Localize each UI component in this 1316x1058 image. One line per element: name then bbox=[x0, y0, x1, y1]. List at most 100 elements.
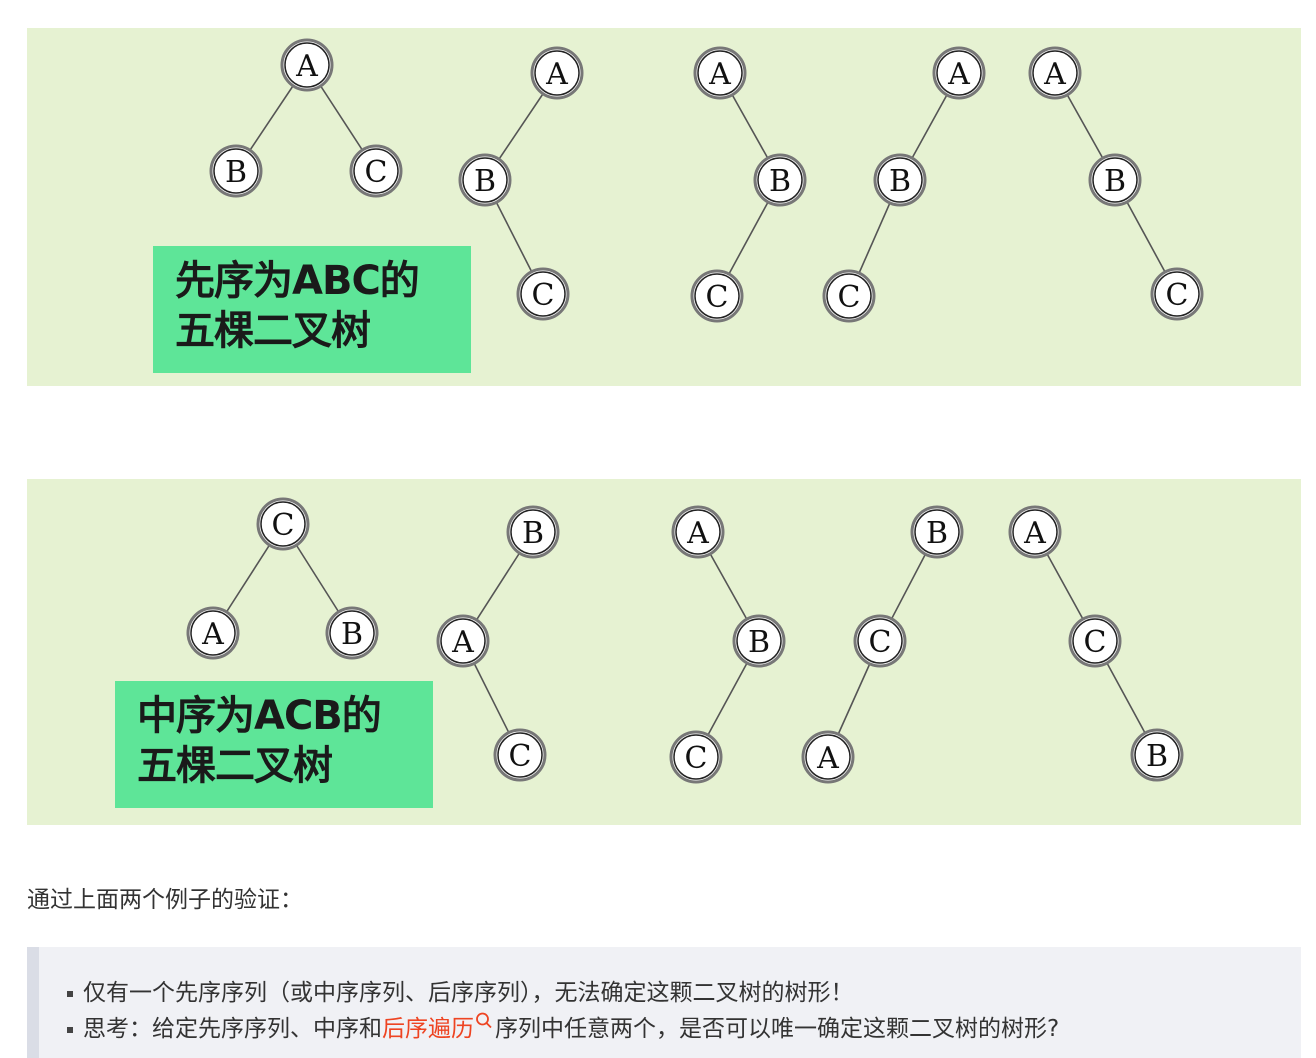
tree-node: B bbox=[910, 505, 964, 559]
node-ring bbox=[462, 157, 508, 203]
node-ring bbox=[694, 273, 740, 319]
node-label: C bbox=[706, 280, 729, 315]
node-label: A bbox=[295, 49, 318, 84]
node-ring bbox=[936, 50, 982, 96]
node-ring bbox=[520, 271, 566, 317]
bullet-text-before: 思考：给定先序序列、中序和 bbox=[83, 1016, 382, 1042]
postorder-traversal-link[interactable]: 后序遍历 bbox=[382, 1016, 474, 1042]
node-label: B bbox=[474, 164, 496, 199]
node-ring bbox=[534, 50, 580, 96]
tree-node: A bbox=[530, 46, 584, 100]
tree-node: C bbox=[669, 730, 723, 784]
tree-node: B bbox=[506, 505, 560, 559]
node-ring bbox=[1072, 618, 1118, 664]
node-label: B bbox=[889, 164, 911, 199]
tree-node: A bbox=[186, 606, 240, 660]
tree-node: C bbox=[349, 144, 403, 198]
tree-node: B bbox=[209, 144, 263, 198]
node-label: A bbox=[686, 516, 709, 551]
node-label: B bbox=[341, 617, 363, 652]
node-ring bbox=[673, 734, 719, 780]
tree-node: A bbox=[693, 46, 747, 100]
tree-node: C bbox=[1068, 614, 1122, 668]
caption-line-1: 先序为ABC的 bbox=[175, 258, 420, 304]
node-label: A bbox=[545, 57, 568, 92]
node-label: A bbox=[451, 625, 474, 660]
node-ring bbox=[857, 618, 903, 664]
node-ring bbox=[190, 610, 236, 656]
node-ring bbox=[260, 501, 306, 547]
tree-node: A bbox=[1028, 46, 1082, 100]
caption-line-2: 五棵二叉树 bbox=[175, 308, 371, 354]
preorder-caption: 先序为ABC的 五棵二叉树 bbox=[153, 246, 471, 373]
inorder-figure: C A B B A C A B C B C A A C B 中序为ACB的 五棵二叉树 bbox=[27, 479, 1301, 825]
tree-node: A bbox=[280, 38, 334, 92]
node-label: C bbox=[532, 278, 555, 313]
search-icon[interactable] bbox=[475, 1011, 493, 1033]
node-ring bbox=[1032, 50, 1078, 96]
node-ring bbox=[329, 610, 375, 656]
node-label: A bbox=[201, 617, 224, 652]
node-label: A bbox=[1023, 516, 1046, 551]
node-label: C bbox=[838, 280, 861, 315]
node-ring bbox=[914, 509, 960, 555]
tree-node: B bbox=[325, 606, 379, 660]
node-ring bbox=[1134, 732, 1180, 778]
node-ring bbox=[877, 157, 923, 203]
preorder-figure: A B C A B C A B C A B C A B C 先序为ABC的 五棵二叉树 bbox=[27, 28, 1301, 386]
tree-node: C bbox=[1150, 267, 1204, 321]
binary-tree: C A B bbox=[186, 497, 379, 660]
tree-node: B bbox=[458, 153, 512, 207]
binary-tree: B C A bbox=[801, 505, 964, 784]
tree-node: B bbox=[1130, 728, 1184, 782]
conclusion-blockquote: 仅有一个先序序列（或中序序列、后序序列），无法确定这颗二叉树的树形！ 思考：给定… bbox=[27, 947, 1301, 1058]
node-ring bbox=[440, 618, 486, 664]
binary-tree: A B C bbox=[458, 46, 584, 321]
node-label: B bbox=[225, 155, 247, 190]
tree-node: A bbox=[801, 730, 855, 784]
node-ring bbox=[1012, 509, 1058, 555]
node-label: C bbox=[685, 741, 708, 776]
node-ring bbox=[497, 732, 543, 778]
node-label: C bbox=[509, 739, 532, 774]
node-ring bbox=[757, 157, 803, 203]
node-label: B bbox=[522, 516, 544, 551]
bullet-item-2: 思考：给定先序序列、中序和后序遍历序列中任意两个，是否可以唯一确定这颗二叉树的树… bbox=[65, 1011, 1301, 1047]
tree-node: C bbox=[256, 497, 310, 551]
node-ring bbox=[697, 50, 743, 96]
node-label: C bbox=[869, 625, 892, 660]
inorder-caption: 中序为ACB的 五棵二叉树 bbox=[115, 681, 433, 808]
node-ring bbox=[1154, 271, 1200, 317]
node-label: B bbox=[769, 164, 791, 199]
node-ring bbox=[510, 509, 556, 555]
bullet-list: 仅有一个先序序列（或中序序列、后序序列），无法确定这颗二叉树的树形！ 思考：给定… bbox=[39, 947, 1301, 1047]
node-label: B bbox=[748, 625, 770, 660]
node-ring bbox=[213, 148, 259, 194]
node-label: A bbox=[947, 57, 970, 92]
tree-node: B bbox=[873, 153, 927, 207]
node-label: B bbox=[1146, 739, 1168, 774]
tree-node: C bbox=[690, 269, 744, 323]
tree-node: C bbox=[516, 267, 570, 321]
node-label: C bbox=[1084, 625, 1107, 660]
node-label: A bbox=[1043, 57, 1066, 92]
binary-tree: A C B bbox=[1008, 505, 1184, 782]
node-label: C bbox=[365, 155, 388, 190]
binary-tree: A B C bbox=[669, 505, 786, 784]
binary-tree: A B C bbox=[822, 46, 986, 323]
tree-node: C bbox=[493, 728, 547, 782]
caption-line-1: 中序为ACB的 bbox=[137, 693, 382, 739]
intro-text: 通过上面两个例子的验证： bbox=[27, 887, 303, 913]
node-ring bbox=[805, 734, 851, 780]
node-ring bbox=[826, 273, 872, 319]
tree-node: C bbox=[853, 614, 907, 668]
node-label: C bbox=[272, 508, 295, 543]
tree-node: B bbox=[1088, 153, 1142, 207]
node-ring bbox=[284, 42, 330, 88]
binary-tree: A B C bbox=[1028, 46, 1204, 321]
binary-tree: A B C bbox=[690, 46, 807, 323]
tree-node: A bbox=[932, 46, 986, 100]
caption-line-2: 五棵二叉树 bbox=[137, 743, 333, 789]
bullet-text-after: 序列中任意两个，是否可以唯一确定这颗二叉树的树形? bbox=[495, 1016, 1060, 1042]
tree-node: B bbox=[753, 153, 807, 207]
